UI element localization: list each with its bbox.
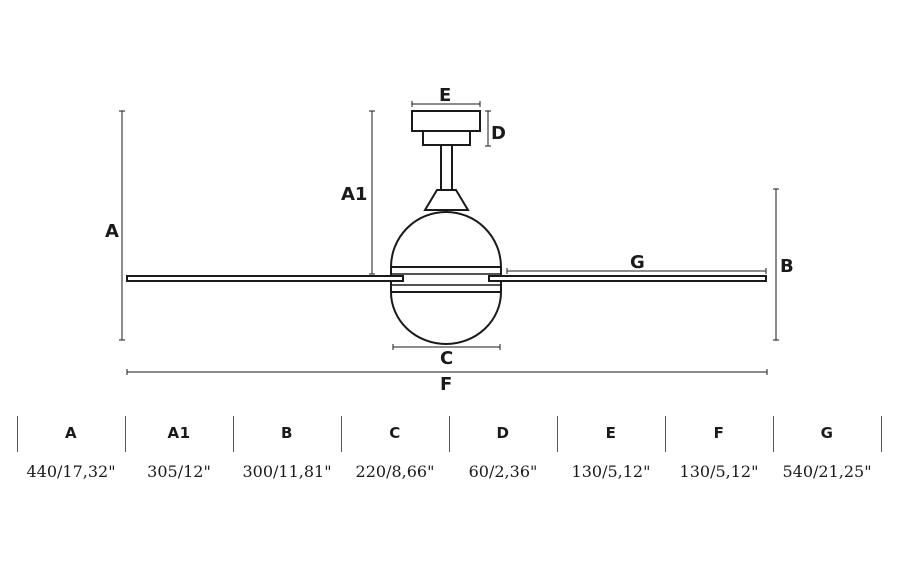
column-header: E [605, 424, 617, 442]
column-divider [125, 416, 126, 452]
fan-dimension-diagram: A A1 B C D E F G [105, 85, 794, 395]
column-value: 220/8,66" [355, 462, 435, 481]
column-divider [449, 416, 450, 452]
column-b: B 300/11,81" [233, 414, 341, 494]
label-f: F [440, 374, 452, 395]
column-header: A [64, 424, 78, 442]
column-a1: A1 305/12" [125, 414, 233, 494]
light-bowl [389, 291, 503, 345]
column-divider [341, 416, 342, 452]
ceiling-fan-drawing [126, 110, 767, 345]
label-d: D [491, 123, 506, 144]
column-value: 130/5,12" [571, 462, 651, 481]
column-divider [665, 416, 666, 452]
label-a: A [105, 221, 119, 242]
column-e: E 130/5,12" [557, 414, 665, 494]
column-value: 60/2,36" [468, 462, 538, 481]
column-header: D [496, 424, 510, 442]
ceiling-canopy [411, 110, 481, 132]
column-header: G [820, 424, 834, 442]
column-header: F [713, 424, 725, 442]
canopy-neck [422, 130, 471, 146]
column-header: C [389, 424, 401, 442]
column-c: C 220/8,66" [341, 414, 449, 494]
column-value: 440/17,32" [26, 462, 116, 481]
motor-housing [389, 211, 503, 268]
label-e: E [439, 85, 451, 106]
column-d: D 60/2,36" [449, 414, 557, 494]
motor-band [390, 266, 502, 293]
label-g: G [630, 252, 645, 273]
column-value: 130/5,12" [679, 462, 759, 481]
downrod [440, 144, 453, 192]
column-value: 305/12" [147, 462, 211, 481]
dimension-table: A 440/17,32" A1 305/12" B 300/11,81" C 2… [17, 414, 883, 494]
label-a1: A1 [341, 184, 367, 205]
column-header: B [281, 424, 293, 442]
column-value: 540/21,25" [782, 462, 872, 481]
column-divider [881, 416, 882, 452]
dimension-lines [119, 101, 779, 375]
label-b: B [780, 256, 794, 277]
column-divider [17, 416, 18, 452]
column-divider [773, 416, 774, 452]
column-header: A1 [167, 424, 191, 442]
column-g: G 540/21,25" [773, 414, 881, 494]
left-blade [126, 275, 404, 282]
column-f: F 130/5,12" [665, 414, 773, 494]
right-blade [488, 275, 767, 282]
column-divider [557, 416, 558, 452]
motor-cap [423, 189, 470, 211]
column-divider [233, 416, 234, 452]
label-c: C [440, 348, 453, 369]
column-a: A 440/17,32" [17, 414, 125, 494]
column-value: 300/11,81" [242, 462, 332, 481]
